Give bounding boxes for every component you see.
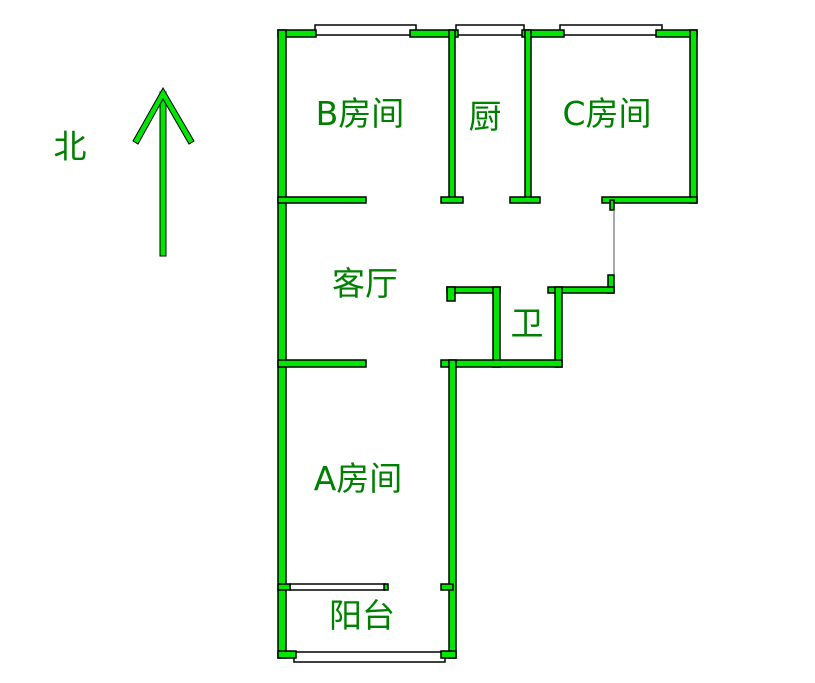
walls bbox=[277, 29, 698, 659]
north-label: 北 bbox=[54, 127, 87, 166]
room-b-label: B房间 bbox=[316, 94, 405, 133]
north-arrow-icon bbox=[132, 86, 195, 257]
room-a-label: A房间 bbox=[314, 459, 403, 498]
kitchen-label: 厨 bbox=[469, 97, 502, 136]
bathroom-label: 卫 bbox=[511, 304, 544, 343]
balcony-label: 阳台 bbox=[329, 596, 395, 635]
room-c-label: C房间 bbox=[562, 94, 651, 133]
living-room-label: 客厅 bbox=[332, 264, 398, 303]
